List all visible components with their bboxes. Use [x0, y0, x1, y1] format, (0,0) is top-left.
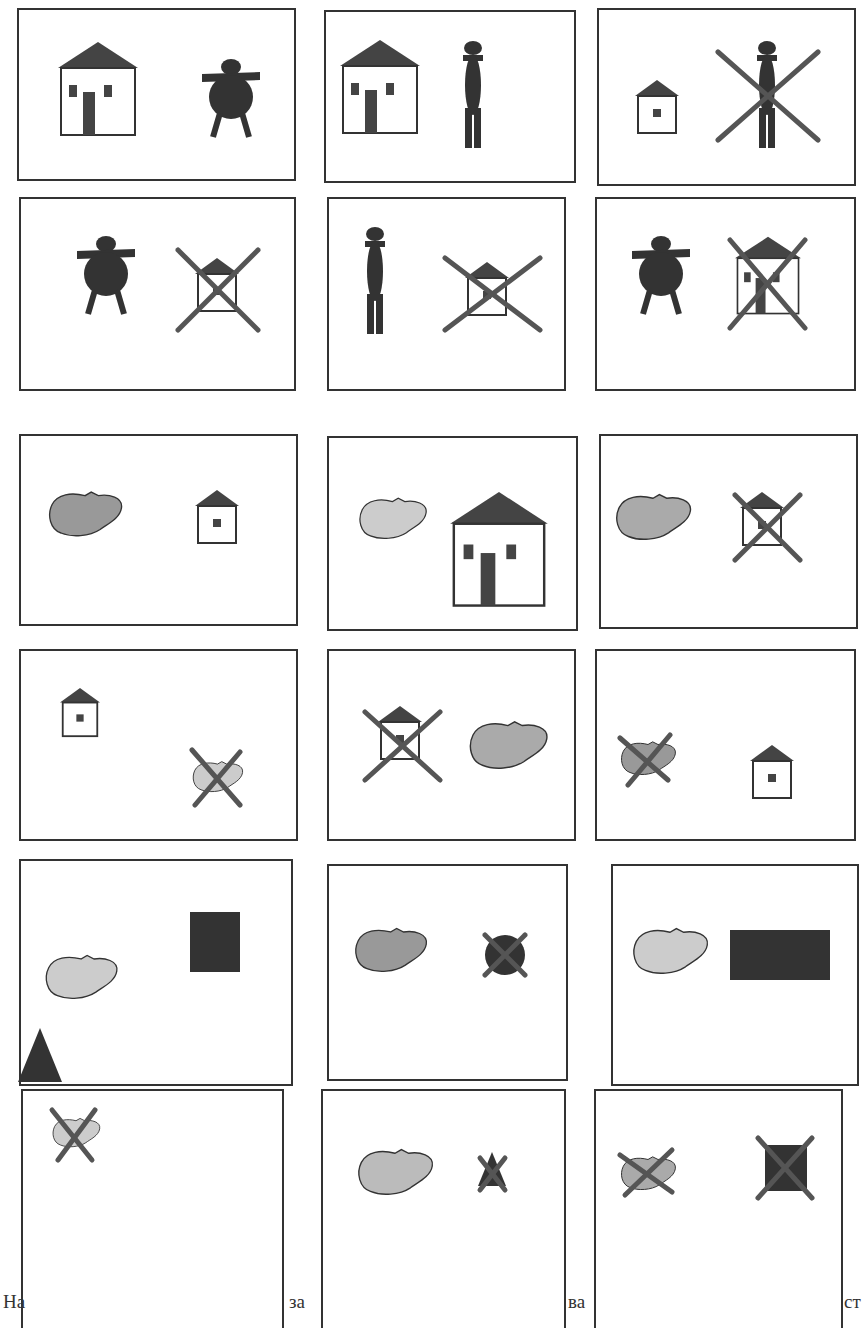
- page-text: ва: [568, 1292, 585, 1313]
- cross-marks: [52, 52, 818, 1198]
- card-figures: [18, 40, 830, 1194]
- page-text: за: [289, 1292, 305, 1313]
- page-text: ст: [844, 1292, 861, 1313]
- page-text: На: [3, 1292, 25, 1313]
- card-frames: [18, 9, 858, 1328]
